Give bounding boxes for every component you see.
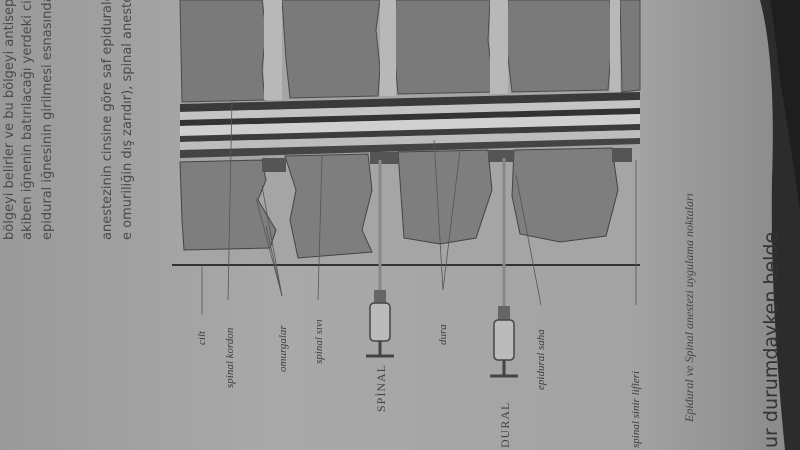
label-dura: dura <box>437 324 449 345</box>
leader-lines <box>201 99 637 315</box>
label-spinal-sinir-lifleri: spinal sinir lifleri <box>630 370 642 448</box>
spinal-needle <box>366 160 394 358</box>
dark-corner <box>770 0 800 210</box>
upper-discs <box>264 0 620 100</box>
label-spinal-svi: spinal sıvı <box>313 319 325 364</box>
lower-vertebrae <box>179 147 619 259</box>
top-text-line-2: akiben iğnenin batırılacağı yerdeki cild… <box>20 0 35 240</box>
spinal-canal <box>180 92 640 158</box>
label-spinal: SPİNAL <box>374 363 388 412</box>
middle-text-line-2: e omuriliğin dış zarıdır), spinal aneste… <box>120 0 135 240</box>
top-text-line-1: bölgeyi belirler ve bu bölgeyi antisepti… <box>2 0 17 240</box>
label-epidural: DURAL <box>498 401 512 448</box>
bottom-text: ur durumdayken belde <box>760 231 782 448</box>
label-cilt: cilt <box>196 330 208 345</box>
top-text-line-3: epidural iğnesinin girilmesi esnasında o… <box>40 0 55 240</box>
middle-text-line-1: anestezinin cinsine göre saf epiduralde … <box>100 0 115 240</box>
figure-caption: Epidural ve Spinal anestezi uygulama nok… <box>682 193 696 422</box>
label-epidural-saha: epidural saha <box>535 329 547 390</box>
disc-dark-bands <box>262 148 632 172</box>
label-omurgalar: omurgalar <box>277 325 289 372</box>
label-spinal-kordon: spinal kordon <box>224 327 236 388</box>
upper-vertebrae <box>179 0 641 103</box>
epidural-needle <box>490 158 518 378</box>
